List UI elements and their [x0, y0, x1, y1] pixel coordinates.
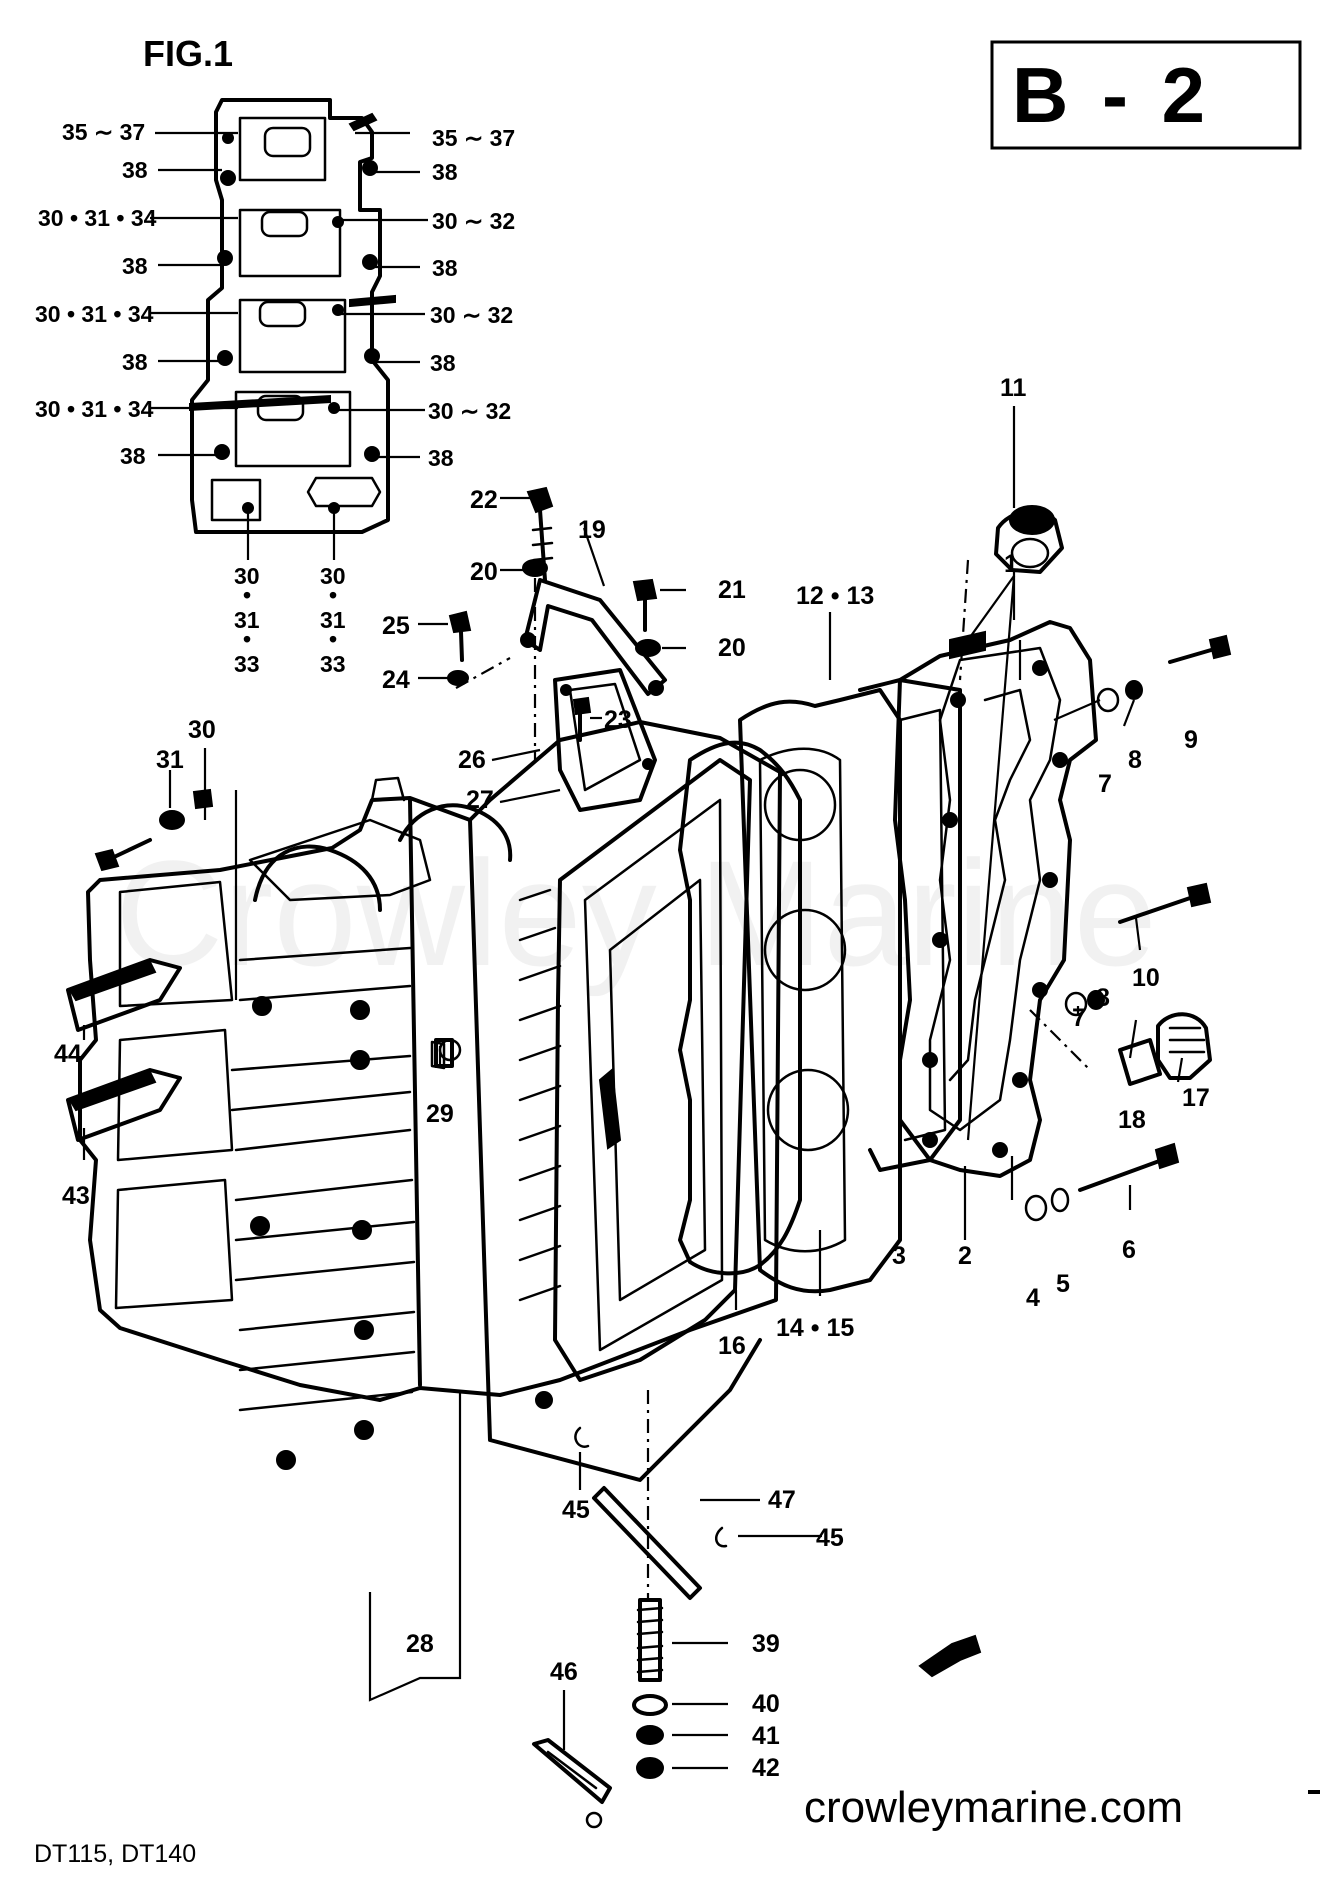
inset-bottom-right-2: • — [329, 582, 337, 608]
callout-4: 4 — [1026, 1284, 1040, 1312]
callout-20-b: 20 — [718, 634, 746, 662]
inset-bottom-left-4: • — [243, 626, 251, 652]
callout-1: 1 — [1004, 550, 1018, 578]
inset-label-left-6: 38 — [122, 349, 148, 375]
inset-bottom-right-5: 33 — [320, 651, 346, 677]
callout-6: 6 — [1122, 1236, 1136, 1264]
inset-labels: 35 ∼ 37 38 30 • 31 • 34 38 30 • 31 • 34 … — [35, 119, 515, 677]
figure-title: FIG.1 — [143, 33, 233, 74]
reed-valve-plates — [66, 958, 182, 1142]
callout-44: 44 — [54, 1040, 82, 1068]
callout-18: 18 — [1118, 1106, 1146, 1134]
callout-45-b: 45 — [816, 1524, 844, 1552]
inset-label-right-5: 30 ∼ 32 — [430, 302, 513, 328]
callout-25: 25 — [382, 612, 410, 640]
inset-label-right-2: 38 — [432, 159, 458, 185]
callout-12-13: 12 • 13 — [796, 582, 874, 610]
callout-45-a: 45 — [562, 1496, 590, 1524]
callout-10: 10 — [1132, 964, 1160, 992]
callout-11: 11 — [1000, 374, 1027, 402]
callout-39: 39 — [752, 1630, 780, 1658]
inset-label-right-7: 30 ∼ 32 — [428, 398, 511, 424]
inset-label-right-4: 38 — [432, 255, 458, 281]
website-text: crowleymarine.com — [804, 1783, 1183, 1832]
callout-46: 46 — [550, 1658, 578, 1686]
inset-bottom-left-2: • — [243, 582, 251, 608]
inset-bottom-right-3: 31 — [320, 607, 346, 633]
callout-8-b: 8 — [1096, 984, 1110, 1012]
inset-label-left-4: 38 — [122, 253, 148, 279]
inset-label-right-8: 38 — [428, 445, 454, 471]
callout-19: 19 — [578, 516, 606, 544]
cylinder-block — [78, 720, 782, 1482]
inset-label-right-6: 38 — [430, 350, 456, 376]
callout-21: 21 — [718, 576, 746, 604]
inset-label-left-3: 30 • 31 • 34 — [38, 205, 157, 231]
cylinder-head-cover — [893, 620, 1098, 1178]
callout-23: 23 — [604, 706, 632, 734]
callout-16: 16 — [718, 1332, 746, 1360]
inset-bottom-left-1: 30 — [234, 563, 260, 589]
callout-42: 42 — [752, 1754, 780, 1782]
inset-label-right-3: 30 ∼ 32 — [432, 208, 515, 234]
callout-29: 29 — [426, 1100, 454, 1128]
callout-9: 9 — [1184, 726, 1198, 754]
callout-7-a: 7 — [1098, 770, 1112, 798]
inset-bottom-right-4: • — [329, 626, 337, 652]
inset-bottom-left-5: 33 — [234, 651, 260, 677]
callout-3: 3 — [892, 1242, 906, 1270]
inset-label-left-1: 35 ∼ 37 — [62, 119, 145, 145]
callout-41: 41 — [752, 1722, 780, 1750]
inset-leaders — [150, 131, 428, 560]
callout-30: 30 — [188, 716, 216, 744]
inset-label-left-8: 38 — [120, 443, 146, 469]
inset-label-left-2: 38 — [122, 157, 148, 183]
callout-labels: 11 1 12 • 13 19 22 20 21 20 25 24 23 26 … — [54, 374, 1210, 1782]
leader-lines — [82, 406, 1184, 1770]
hardware-parts — [94, 486, 1232, 1829]
callout-7-b: 7 — [1072, 1004, 1086, 1032]
inset-label-left-7: 30 • 31 • 34 — [35, 396, 154, 422]
inset-label-left-5: 30 • 31 • 34 — [35, 301, 154, 327]
exhaust-cover-plate — [553, 758, 752, 1382]
inset-label-right-1: 35 ∼ 37 — [432, 125, 515, 151]
callout-20-a: 20 — [470, 558, 498, 586]
callout-26: 26 — [458, 746, 486, 774]
callout-2: 2 — [958, 1242, 972, 1270]
callout-40: 40 — [752, 1690, 780, 1718]
callout-24: 24 — [382, 666, 410, 694]
callout-5: 5 — [1056, 1270, 1070, 1298]
callout-47: 47 — [768, 1486, 796, 1514]
section-code-box: B - 2 — [990, 40, 1302, 150]
callout-28: 28 — [406, 1630, 434, 1658]
callout-8-a: 8 — [1128, 746, 1142, 774]
callout-31: 31 — [156, 746, 184, 774]
model-numbers: DT115, DT140 — [34, 1840, 196, 1868]
inset-bottom-left-3: 31 — [234, 607, 260, 633]
bracket-and-cover — [520, 578, 667, 812]
inset-bottom-right-1: 30 — [320, 563, 346, 589]
callout-17: 17 — [1182, 1084, 1210, 1112]
callout-22: 22 — [470, 486, 498, 514]
section-code: B - 2 — [1012, 51, 1211, 139]
fig1-inset-block — [189, 98, 396, 534]
callout-43: 43 — [62, 1182, 90, 1210]
callout-27: 27 — [466, 786, 494, 814]
callout-14-15: 14 • 15 — [776, 1314, 854, 1342]
